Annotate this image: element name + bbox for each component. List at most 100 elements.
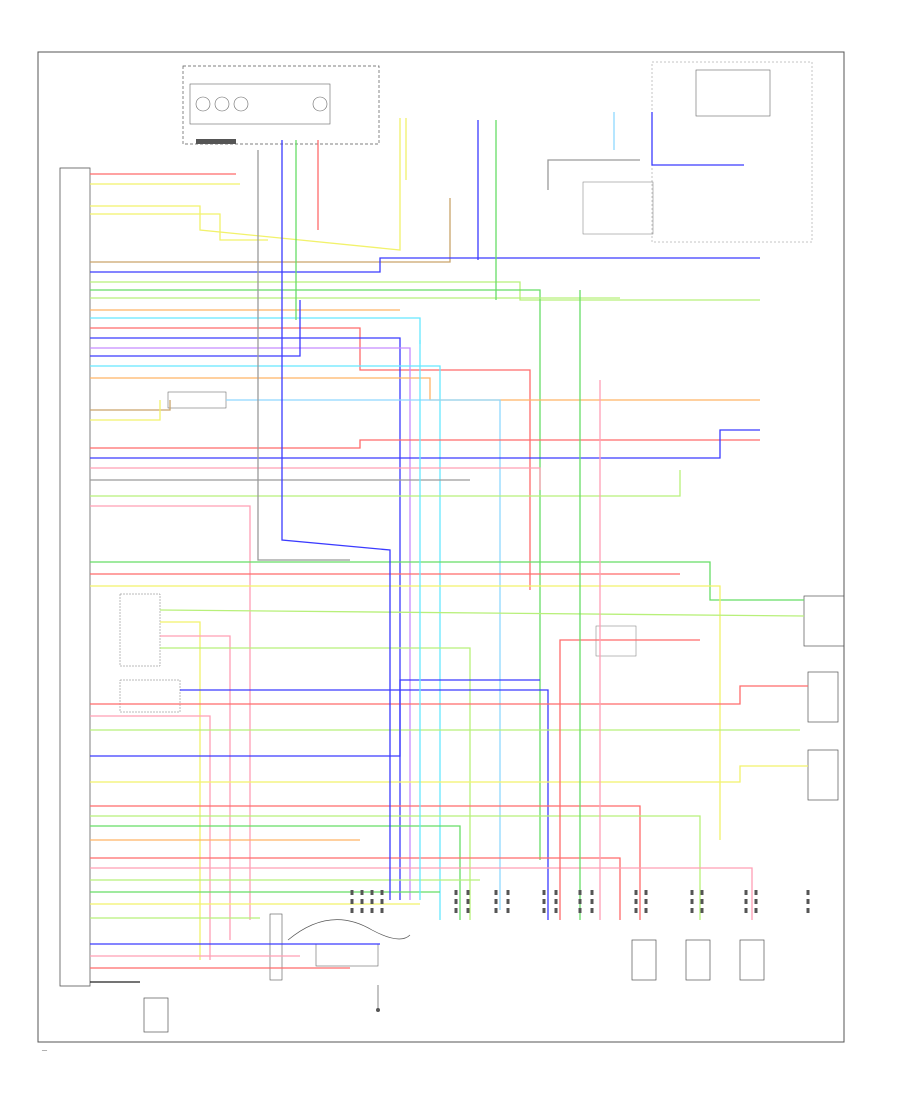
- fuse-block: [182, 65, 380, 145]
- wire: [90, 470, 681, 497]
- wire: [90, 825, 461, 920]
- connector-pin: [806, 899, 810, 904]
- connector-pin: [454, 890, 458, 895]
- connector-pin: [744, 899, 748, 904]
- connector-pin: [754, 899, 758, 904]
- connector-pin: [554, 899, 558, 904]
- connector-pin: [454, 908, 458, 913]
- diagram-border: [37, 51, 845, 1043]
- wire: [559, 639, 700, 920]
- connector-pin: [754, 908, 758, 913]
- connector-pin: [700, 899, 704, 904]
- connector-pin: [360, 899, 364, 904]
- connector-pin: [466, 890, 470, 895]
- connector-pin: [380, 890, 384, 895]
- connector-pin: [644, 899, 648, 904]
- wire: [160, 621, 201, 960]
- connector-pin: [634, 908, 638, 913]
- wire: [90, 213, 268, 241]
- wire: [90, 867, 753, 920]
- wire: [160, 635, 231, 940]
- connector-pin: [744, 890, 748, 895]
- connector-pin: [494, 908, 498, 913]
- connector-pin: [578, 899, 582, 904]
- connector-pin: [542, 899, 546, 904]
- relay-box: [582, 61, 813, 243]
- connector-pin: [690, 899, 694, 904]
- wire: [90, 685, 808, 705]
- connector-pin: [350, 890, 354, 895]
- wire: [90, 561, 804, 601]
- wire: [90, 300, 301, 357]
- connector-pin: [542, 908, 546, 913]
- wire: [90, 815, 701, 920]
- connector-pin: [578, 890, 582, 895]
- wire: [90, 715, 211, 960]
- connector-pin: [744, 908, 748, 913]
- range-switch: [287, 919, 411, 1012]
- connector-pin: [700, 908, 704, 913]
- wire: [257, 150, 350, 561]
- wire: [90, 347, 411, 900]
- wire: [180, 689, 549, 920]
- connector-pin: [634, 899, 638, 904]
- wire: [226, 399, 501, 910]
- connector-pin: [360, 908, 364, 913]
- connector-pin: [506, 899, 510, 904]
- connector-pin: [370, 908, 374, 913]
- right-sensor-boxes: [803, 595, 845, 801]
- connector-pin: [590, 899, 594, 904]
- wire: [90, 679, 540, 757]
- wire: [90, 365, 441, 920]
- connector-pin: [700, 890, 704, 895]
- connector-pin: [494, 899, 498, 904]
- wire: [547, 159, 640, 190]
- wire: [90, 467, 541, 490]
- wire: [90, 281, 760, 301]
- wire: [90, 400, 161, 421]
- connector-pin: [690, 890, 694, 895]
- wire: [159, 609, 805, 617]
- wire: [90, 805, 641, 920]
- wire: [90, 118, 401, 251]
- wire: [90, 585, 721, 840]
- connector-pin: [690, 908, 694, 913]
- wire: [90, 765, 808, 783]
- control-module: [59, 167, 91, 987]
- connector-boxes: [119, 391, 637, 981]
- solenoid-row: [143, 939, 765, 1033]
- connector-pin: [644, 908, 648, 913]
- connector-pin: [806, 908, 810, 913]
- connector-pin: [350, 899, 354, 904]
- wire: [90, 257, 760, 273]
- wire: [90, 317, 421, 344]
- connector-pin: [466, 899, 470, 904]
- connector-pin: [554, 890, 558, 895]
- wire: [90, 377, 760, 401]
- wire: [90, 429, 760, 459]
- connector-pin: [494, 890, 498, 895]
- connector-pin: [634, 890, 638, 895]
- wire: [90, 327, 531, 590]
- connector-pin: [806, 890, 810, 895]
- wire: [90, 400, 171, 411]
- wire: [90, 289, 541, 860]
- connector-pin: [466, 908, 470, 913]
- footer-mark: __: [41, 1045, 48, 1051]
- connector-pin: [370, 899, 374, 904]
- connector-pin: [506, 890, 510, 895]
- connector-pin: [350, 908, 354, 913]
- wire: [90, 439, 760, 449]
- connector-pin: [542, 890, 546, 895]
- connector-pin: [454, 899, 458, 904]
- wire: [651, 112, 744, 166]
- wire: [281, 140, 391, 900]
- connector-pin: [370, 890, 374, 895]
- pin-marks: [350, 890, 810, 913]
- connector-pin: [578, 908, 582, 913]
- wire: [90, 198, 451, 263]
- connector-pin: [506, 908, 510, 913]
- connector-pin: [590, 908, 594, 913]
- wire: [90, 857, 621, 920]
